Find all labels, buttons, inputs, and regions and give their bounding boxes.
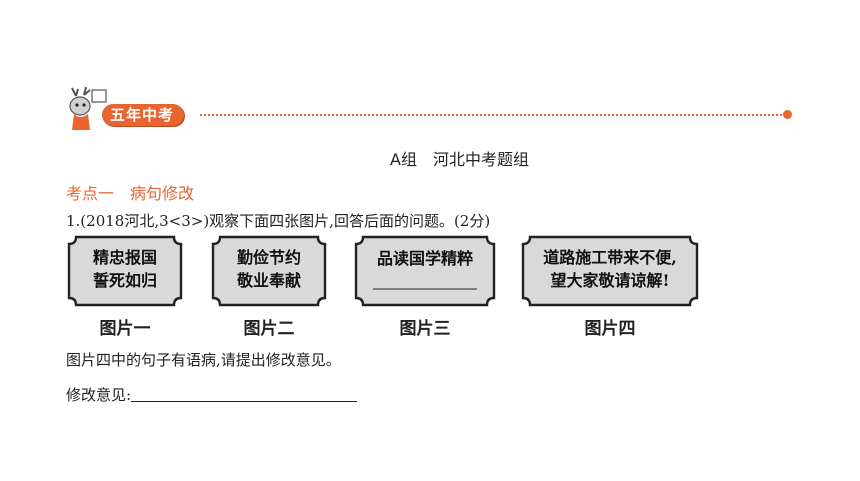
sign-line-1: 勤俭节约 — [236, 248, 301, 267]
sign-line-1: 精忠报国 — [92, 248, 157, 267]
dotted-divider — [200, 114, 786, 116]
section-header: 五年中考 — [66, 86, 796, 136]
picture-caption-2: 图片二 — [243, 319, 295, 339]
divider-end-dot — [783, 110, 792, 119]
sign-line-1: 道路施工带来不便, — [543, 248, 677, 267]
sign-picture-2: 勤俭节约 敬业奉献 — [210, 234, 328, 308]
picture-caption-3: 图片三 — [399, 319, 451, 339]
answer-line: 修改意见: — [66, 384, 358, 405]
section-tag: 五年中考 — [102, 104, 185, 126]
sign-frame — [521, 235, 699, 307]
sign-frame — [67, 235, 183, 307]
sign-line-1: 品读国学精粹 — [376, 249, 473, 268]
sign-line-2: 望大家敬请谅解! — [550, 271, 670, 290]
sign-line-2: 敬业奉献 — [236, 271, 301, 290]
picture-caption-1: 图片一 — [99, 319, 151, 339]
deer-mascot-icon — [69, 86, 107, 130]
sign-frame — [211, 235, 327, 307]
task-instruction: 图片四中的句子有语病,请提出修改意见。 — [66, 351, 341, 369]
section-title: 考点一 病句修改 — [66, 184, 195, 203]
picture-caption-4: 图片四 — [584, 319, 636, 339]
answer-blank[interactable] — [131, 385, 358, 402]
question-text: 1.(2018河北,3<3>)观察下面四张图片,回答后面的问题。(2分) — [66, 212, 491, 230]
sign-line-2: 誓死如归 — [92, 271, 157, 290]
sign-frame — [354, 235, 496, 307]
sign-picture-1: 精忠报国 誓死如归 — [66, 234, 184, 308]
group-title: A组 河北中考题组 — [390, 150, 529, 169]
sign-picture-3: 品读国学精粹 — [353, 234, 497, 308]
sign-picture-4: 道路施工带来不便, 望大家敬请谅解! — [520, 234, 700, 308]
answer-label: 修改意见: — [66, 386, 132, 404]
